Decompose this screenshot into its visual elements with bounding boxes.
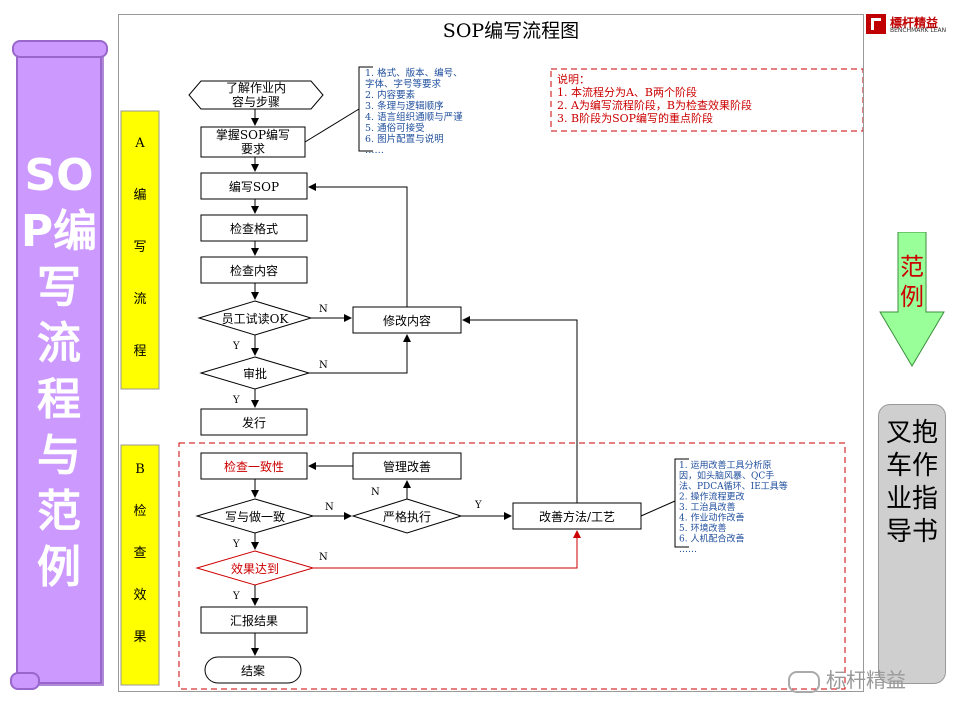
report-result-box	[200, 606, 308, 634]
example-label: 范 例	[878, 252, 946, 312]
decision-labels: N Y N Y N N Y Y N Y	[232, 304, 482, 602]
phase-b-box	[120, 444, 160, 686]
tool-line: 2. 操作流程更改	[679, 491, 744, 503]
check-format-text: 检查格式	[230, 221, 278, 236]
grasp-line-2: 要求	[241, 142, 265, 156]
tool-line: 3. 工治具改善	[679, 501, 735, 513]
strict-execution-text: 严格执行	[383, 509, 431, 524]
understand-line-1: 了解作业内	[226, 81, 286, 95]
label-n-effect: N	[319, 552, 328, 563]
revise-content-box	[352, 306, 462, 334]
note-line: 说明：	[557, 72, 590, 86]
tools-bracket	[674, 458, 689, 548]
management-improve-box	[352, 452, 462, 480]
label-n-approve: N	[319, 360, 328, 371]
scroll-curl-top	[12, 40, 108, 58]
check-format-box	[200, 214, 308, 242]
approve-text: 审批	[243, 366, 267, 381]
write-sop-box	[200, 172, 308, 200]
check-content-box	[200, 256, 308, 284]
phase-b-frame	[178, 442, 846, 690]
tool-line: ……	[679, 545, 697, 555]
logo-text-en: BENCHMARK LEAN	[890, 27, 947, 34]
phase-a-box	[120, 110, 160, 390]
note-line: 3. B阶段为SOP编写的重点阶段	[557, 111, 713, 125]
close-case-text: 结案	[241, 663, 265, 678]
effect-no-connector	[313, 530, 581, 569]
label-y-approve: Y	[232, 395, 240, 406]
note-line: 2. A为编写流程阶段，B为检查效果阶段	[557, 98, 752, 112]
wechat-watermark: 标杆精益	[788, 664, 906, 693]
tool-line: 法、PDCA循环、IE工具等	[679, 480, 788, 492]
label-y-strict: Y	[474, 500, 482, 511]
release-box	[200, 408, 308, 436]
tool-line: 因，如头脑风暴、QC手	[679, 470, 774, 482]
diagram-title: SOP编写流程图	[443, 20, 579, 42]
grasp-line-1: 掌握SOP编写	[216, 127, 290, 142]
logo-mark-icon	[866, 14, 886, 34]
label-n-trial: N	[319, 304, 328, 315]
note-line: 1. 本流程分为A、B两个阶段	[557, 85, 697, 99]
requirement-line: 5. 通俗可接受	[365, 122, 425, 134]
tools-connector	[640, 500, 676, 517]
watermark-text: 标杆精益	[826, 668, 906, 692]
strict-execution-decision	[351, 498, 463, 534]
check-consistency-text: 检查一致性	[224, 459, 284, 474]
notes-box	[550, 68, 863, 132]
requirement-line: 字体、字号等要求	[365, 78, 442, 90]
label-n-strict: N	[371, 487, 380, 498]
check-consistency-box	[200, 452, 308, 480]
tools-list: 1. 运用改善工具分析原因，如头脑风暴、QC手法、PDCA循环、IE工具等2. …	[679, 459, 788, 555]
effect-achieved-text: 效果达到	[231, 561, 279, 576]
banner-title: SOP编写流程与范例	[20, 150, 98, 593]
revise-content-text: 修改内容	[383, 313, 431, 328]
tool-line: 4. 作业动作改善	[679, 512, 744, 524]
scroll-curl-bottom	[10, 672, 40, 690]
example-char-1: 范	[900, 253, 924, 281]
improve-method-box	[512, 502, 642, 530]
logo-text-cn: 標杆精益	[890, 16, 939, 30]
requirement-line: 6. 图片配置与说明	[365, 133, 444, 145]
improve-method-text: 改善方法/工艺	[539, 509, 615, 524]
wechat-icon	[788, 670, 820, 693]
requirement-line: 4. 语言组织通顺与严谨	[365, 111, 463, 123]
label-y-effect: Y	[232, 591, 240, 602]
flow-connectors	[251, 109, 578, 656]
close-case-node	[204, 656, 302, 684]
grasp-requirements-box	[200, 126, 306, 158]
start-node	[188, 80, 324, 110]
example-down-arrow-icon	[879, 232, 945, 367]
requirement-line: 1. 格式、版本、编号、	[365, 67, 463, 79]
requirements-connector	[304, 108, 360, 143]
label-y-trial: Y	[232, 341, 240, 352]
label-n-consistent: N	[325, 502, 334, 513]
example-char-2: 例	[900, 283, 924, 311]
release-text: 发行	[242, 415, 266, 430]
trial-read-text: 员工试读OK	[222, 311, 290, 326]
management-improve-text: 管理改善	[383, 459, 431, 474]
tool-line: 6. 人机配合改善	[679, 533, 744, 545]
write-do-consistent-text: 写与做一致	[225, 509, 285, 524]
check-content-text: 检查内容	[230, 263, 278, 278]
requirement-line: 3. 条理与逻辑顺序	[365, 100, 444, 112]
label-y-consistent: Y	[232, 539, 240, 550]
tool-line: 1. 运用改善工具分析原	[679, 459, 771, 471]
understand-line-2: 容与步骤	[232, 94, 280, 109]
write-sop-text: 编写SOP	[229, 179, 279, 194]
document-title: 叉抱车作业指导书	[885, 418, 938, 547]
title-banner: SOP编写流程与范例	[10, 40, 108, 690]
document-title-card: 叉抱车作业指导书	[878, 404, 946, 684]
requirement-line: ……	[365, 145, 384, 156]
report-result-text: 汇报结果	[230, 613, 278, 628]
tool-line: 5. 环境改善	[679, 522, 726, 534]
benchmark-lean-logo: 標杆精益 BENCHMARK LEAN	[866, 14, 954, 36]
requirement-line: 2. 内容要素	[365, 89, 416, 101]
